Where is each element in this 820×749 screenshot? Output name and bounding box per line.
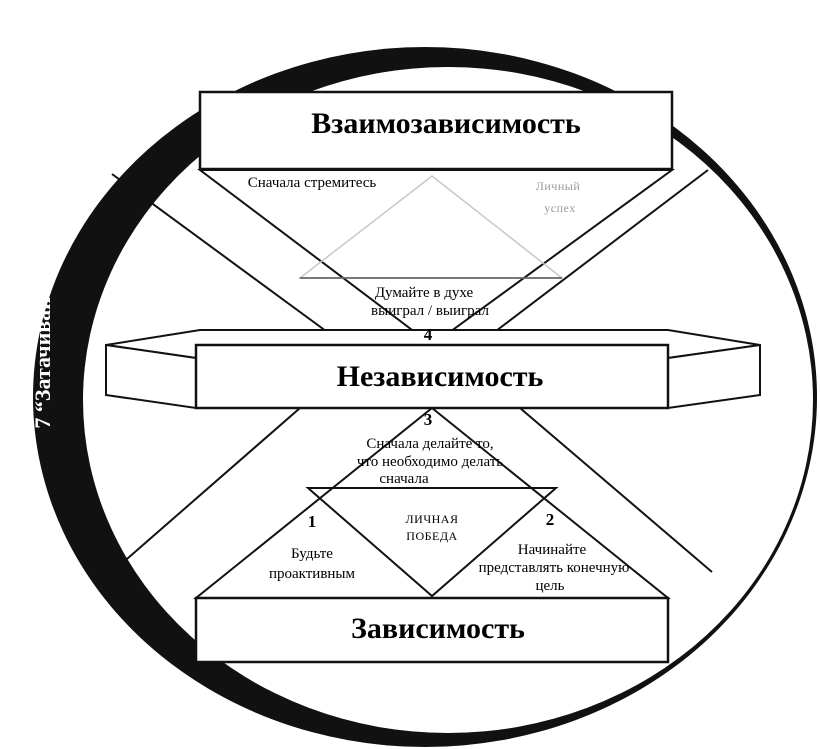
outer-label-sharpen-saw: 7 “Затачивайте пилу” [30, 211, 55, 428]
habit-1-number: 1 [308, 512, 317, 531]
top-box [198, 90, 674, 171]
habit-2-line1: Начинайте [518, 542, 587, 558]
private-victory-triangle [305, 487, 559, 598]
habit-5-faded-label: Сначала стремитесь [248, 175, 377, 191]
habit-6-faded-line2: успех [544, 201, 575, 215]
habit-1-line2: проактивным [269, 566, 356, 582]
habit-2-line2: представлять конечную [479, 560, 630, 576]
middle-box [194, 343, 670, 410]
habit-4-line1: Думайте в духе [375, 285, 474, 301]
habit-4-line2: выиграл / выиграл [371, 303, 489, 319]
x-line-right-down [491, 169, 709, 335]
habit-1-line1: Будьте [291, 546, 333, 562]
private-victory-line1: ЛИЧНАЯ [406, 512, 459, 526]
habit-3-line1: Сначала делайте то, [366, 436, 493, 452]
level-middle-title: Независимость [337, 360, 544, 393]
level-bottom-title: Зависимость [351, 612, 525, 645]
x-line-right-up [519, 407, 713, 573]
private-victory-line2: ПОБЕДА [406, 529, 457, 543]
habit-2-line3: цель [535, 578, 564, 594]
level-top-title: Взаимозависимость [311, 107, 581, 140]
habit-6-faded-line1: Личный [536, 179, 581, 193]
habit-3-line3: сначала [379, 471, 429, 487]
bottom-box [194, 596, 670, 664]
habit-2-number: 2 [546, 510, 555, 529]
habit-3-number: 3 [424, 410, 433, 429]
habit-3-line2: что необходимо делать [357, 454, 503, 470]
x-line-left-down [111, 173, 331, 335]
habit-4-number: 4 [424, 325, 433, 344]
x-line-left-up [111, 407, 301, 573]
